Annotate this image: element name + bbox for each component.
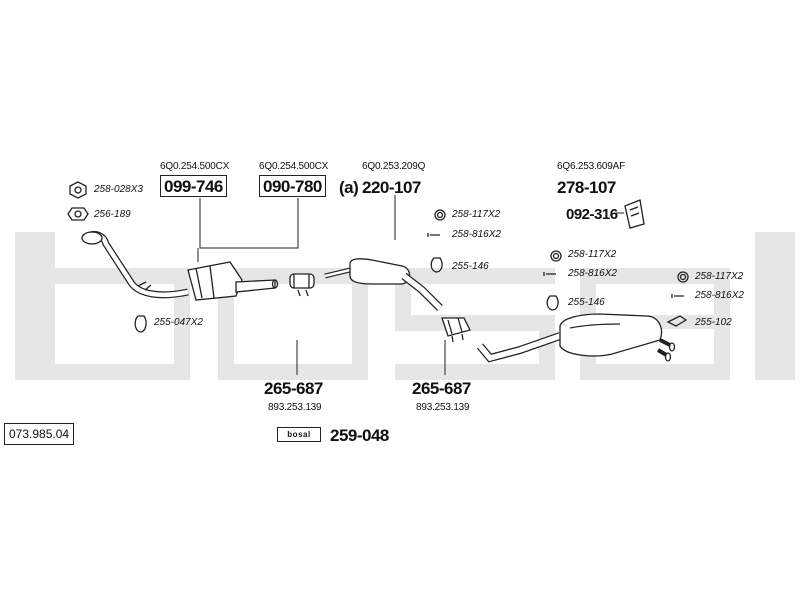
leader-lines [197,195,624,375]
hanger-icon [666,315,688,327]
bosal-badge: bosal [277,427,321,442]
bolt-icon [671,294,684,298]
middle-pipe-drawing [324,258,443,311]
mid-bolt-label[interactable]: 258-816X2 [452,229,501,240]
bolt-icon [543,272,556,276]
rubber-mount-icon [134,315,147,333]
rubber-mount-icon [430,257,443,273]
ring-icon [550,250,562,262]
cat-b-suffix: (a) [339,178,359,197]
badge-part-number[interactable]: 259-048 [330,426,389,445]
ring-icon [434,209,446,221]
bosal-watermark [15,232,795,380]
front-rubber-label[interactable]: 255-047X2 [154,317,203,328]
ring-icon [677,271,689,283]
cat-a-oem: 6Q0.254.500CX [160,161,230,172]
tail-bolt-label[interactable]: 258-816X2 [695,290,744,301]
rear-rubber-label[interactable]: 255-146 [568,297,605,308]
catalytic-converter [187,261,279,301]
rear-silencer-drawing [476,313,676,363]
bolt-icon [427,233,440,237]
tail-ring-label[interactable]: 258-117X2 [695,271,744,282]
clamp-left-part-number[interactable]: 265-687 [264,379,323,398]
mid-pipe-oem: 6Q0.253.209Q [362,161,426,172]
rubber-mount-icon [546,295,559,311]
rear-bolt-label[interactable]: 258-816X2 [568,268,617,279]
mid-pipe-part-number[interactable]: 220-107 [362,178,421,197]
mid-rubber-label[interactable]: 255-146 [452,261,489,272]
cat-b-part-number[interactable]: 090-780 [259,175,326,197]
rear-silencer-oem: 6Q6.253.609AF [557,161,626,172]
diagram-id: 073.985.04 [4,423,75,445]
rear-ring-label[interactable]: 258-117X2 [568,249,617,260]
bracket-icon [624,199,645,229]
front-pipe [81,230,189,299]
rear-silencer-part-number[interactable]: 278-107 [557,178,616,197]
gasket-icon [67,207,89,221]
cat-b-oem: 6Q0.254.500CX [259,161,329,172]
clamp-right-drawing [441,317,471,343]
tail-rubber-label[interactable]: 255-102 [695,317,732,328]
clamp-right-oem: 893.253.139 [416,402,470,413]
bracket-part-number[interactable]: 092-316 [566,206,618,223]
nut-icon [69,181,87,199]
clamp-left-drawing [289,273,315,297]
clamp-right-part-number[interactable]: 265-687 [412,379,471,398]
cat-a-part-number[interactable]: 099-746 [160,175,227,197]
exhaust-parts [67,181,689,375]
clamp-left-oem: 893.253.139 [268,402,322,413]
nut-label[interactable]: 258-028X3 [94,184,143,195]
front-gasket-label[interactable]: 256-189 [94,209,131,220]
mid-ring-label[interactable]: 258-117X2 [452,209,501,220]
